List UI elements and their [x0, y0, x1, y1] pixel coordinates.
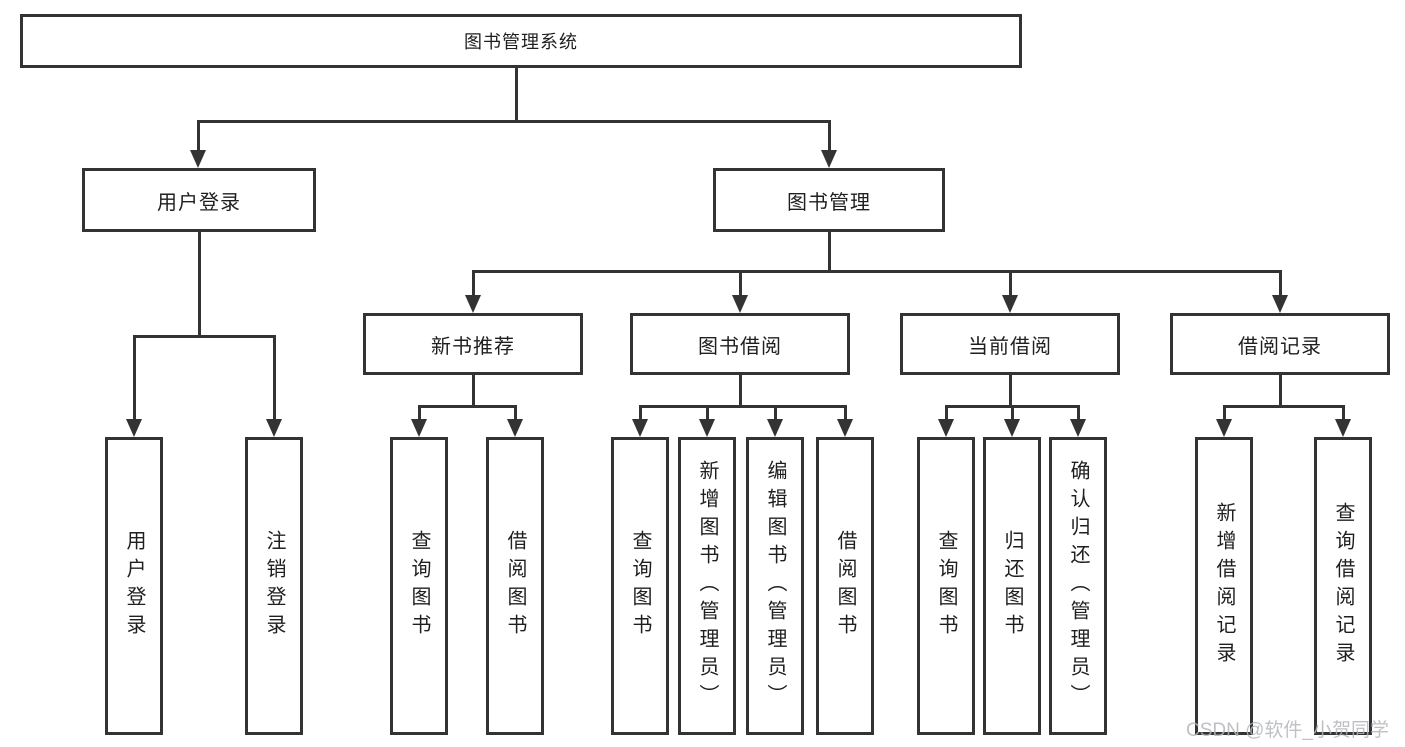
leaf-label: 新增借阅记录: [1213, 502, 1235, 670]
connector-branch-rec-queryrec: [1342, 405, 1345, 419]
leaf-user-login: 用户登录: [105, 437, 163, 735]
connector-branch-recommend: [472, 270, 475, 295]
node-label: 用户登录: [157, 191, 241, 214]
connector-borrow-bar: [639, 405, 847, 408]
leaf-label: 新增图书（管理员）: [696, 460, 718, 712]
node-user-login: 用户登录: [82, 168, 316, 232]
leaf-label: 编辑图书（管理员）: [764, 460, 786, 712]
node-book-management: 图书管理: [713, 168, 945, 232]
leaf-edit-books-admin: 编辑图书（管理员）: [746, 437, 804, 735]
arrowhead-cur-return: [1004, 419, 1020, 437]
node-label: 当前借阅: [968, 335, 1052, 358]
arrowhead-bor-borrow: [837, 419, 853, 437]
leaf-logout: 注销登录: [245, 437, 303, 735]
arrowhead-rec-borrow: [507, 419, 523, 437]
arrowhead-leaf-login: [126, 419, 142, 437]
leaf-query-borrow-record: 查询借阅记录: [1314, 437, 1372, 735]
connector-mgmt-stem: [828, 232, 831, 270]
arrowhead-leaf-logout: [266, 419, 282, 437]
connector-branch-rec-add: [1223, 405, 1226, 419]
connector-branch-current: [1009, 270, 1012, 295]
connector-branch-bor-edit: [774, 405, 777, 419]
connector-branch-rec-borrow: [514, 405, 517, 419]
connector-login-stem: [198, 232, 201, 335]
node-label: 图书借阅: [698, 335, 782, 358]
node-current-borrow: 当前借阅: [900, 313, 1120, 375]
arrowhead-recommend: [465, 295, 481, 313]
leaf-add-borrow-record: 新增借阅记录: [1195, 437, 1253, 735]
connector-recommend-bar: [418, 405, 517, 408]
leaf-label: 注销登录: [263, 530, 285, 642]
arrowhead-bor-edit: [767, 419, 783, 437]
node-library-system: 图书管理系统: [20, 14, 1022, 68]
leaf-label: 查询借阅记录: [1332, 502, 1354, 670]
connector-root-stem: [515, 68, 518, 120]
arrowhead-current: [1002, 295, 1018, 313]
arrowhead-bor-query: [632, 419, 648, 437]
connector-branch-book-mgmt: [828, 120, 831, 150]
arrowhead-cur-confirm: [1070, 419, 1086, 437]
arrowhead-rec-add: [1216, 419, 1232, 437]
node-label: 新书推荐: [431, 335, 515, 358]
connector-mgmt-bar: [472, 270, 1282, 273]
leaf-add-books-admin: 新增图书（管理员）: [678, 437, 736, 735]
leaf-label: 用户登录: [123, 530, 145, 642]
leaf-return-books: 归还图书: [983, 437, 1041, 735]
connector-branch-bor-add: [706, 405, 709, 419]
node-label: 图书管理系统: [464, 32, 578, 52]
leaf-label: 查询图书: [629, 530, 651, 642]
leaf-label: 归还图书: [1001, 530, 1023, 642]
node-label: 图书管理: [787, 191, 871, 214]
leaf-label: 确认归还（管理员）: [1067, 460, 1089, 712]
leaf-label: 查询图书: [935, 530, 957, 642]
connector-branch-bor-borrow: [844, 405, 847, 419]
connector-current-stem: [1009, 375, 1012, 405]
connector-branch-leaf-login: [133, 335, 136, 419]
leaf-label: 借阅图书: [504, 530, 526, 642]
connector-login-bar: [133, 335, 276, 338]
connector-root-bar: [197, 120, 831, 123]
leaf-borrow-books: 借阅图书: [816, 437, 874, 735]
connector-branch-bor-query: [639, 405, 642, 419]
arrowhead-user-login: [190, 150, 206, 168]
arrowhead-rec-queryrec: [1335, 419, 1351, 437]
node-label: 借阅记录: [1238, 335, 1322, 358]
connector-branch-cur-query: [945, 405, 948, 419]
leaf-recommend-query-books: 查询图书: [390, 437, 448, 735]
connector-branch-borrow: [739, 270, 742, 295]
leaf-confirm-return-admin: 确认归还（管理员）: [1049, 437, 1107, 735]
connector-branch-records: [1279, 270, 1282, 295]
node-book-borrow: 图书借阅: [630, 313, 850, 375]
node-new-book-recommend: 新书推荐: [363, 313, 583, 375]
connector-branch-user-login: [197, 120, 200, 150]
arrowhead-book-mgmt: [821, 150, 837, 168]
connector-borrow-stem: [739, 375, 742, 405]
node-borrow-records: 借阅记录: [1170, 313, 1390, 375]
arrowhead-records: [1272, 295, 1288, 313]
leaf-current-query-books: 查询图书: [917, 437, 975, 735]
connector-branch-cur-return: [1011, 405, 1014, 419]
arrowhead-borrow: [732, 295, 748, 313]
leaf-label: 借阅图书: [834, 530, 856, 642]
arrowhead-bor-add: [699, 419, 715, 437]
connector-branch-leaf-logout: [273, 335, 276, 419]
connector-records-stem: [1279, 375, 1282, 405]
leaf-label: 查询图书: [408, 530, 430, 642]
leaf-recommend-borrow-books: 借阅图书: [486, 437, 544, 735]
arrowhead-rec-query: [411, 419, 427, 437]
connector-branch-rec-query: [418, 405, 421, 419]
connector-records-bar: [1223, 405, 1345, 408]
connector-branch-cur-confirm: [1077, 405, 1080, 419]
leaf-borrow-query-books: 查询图书: [611, 437, 669, 735]
connector-recommend-stem: [472, 375, 475, 405]
csdn-watermark: CSDN @软件_小贺同学: [1186, 720, 1389, 741]
arrowhead-cur-query: [938, 419, 954, 437]
